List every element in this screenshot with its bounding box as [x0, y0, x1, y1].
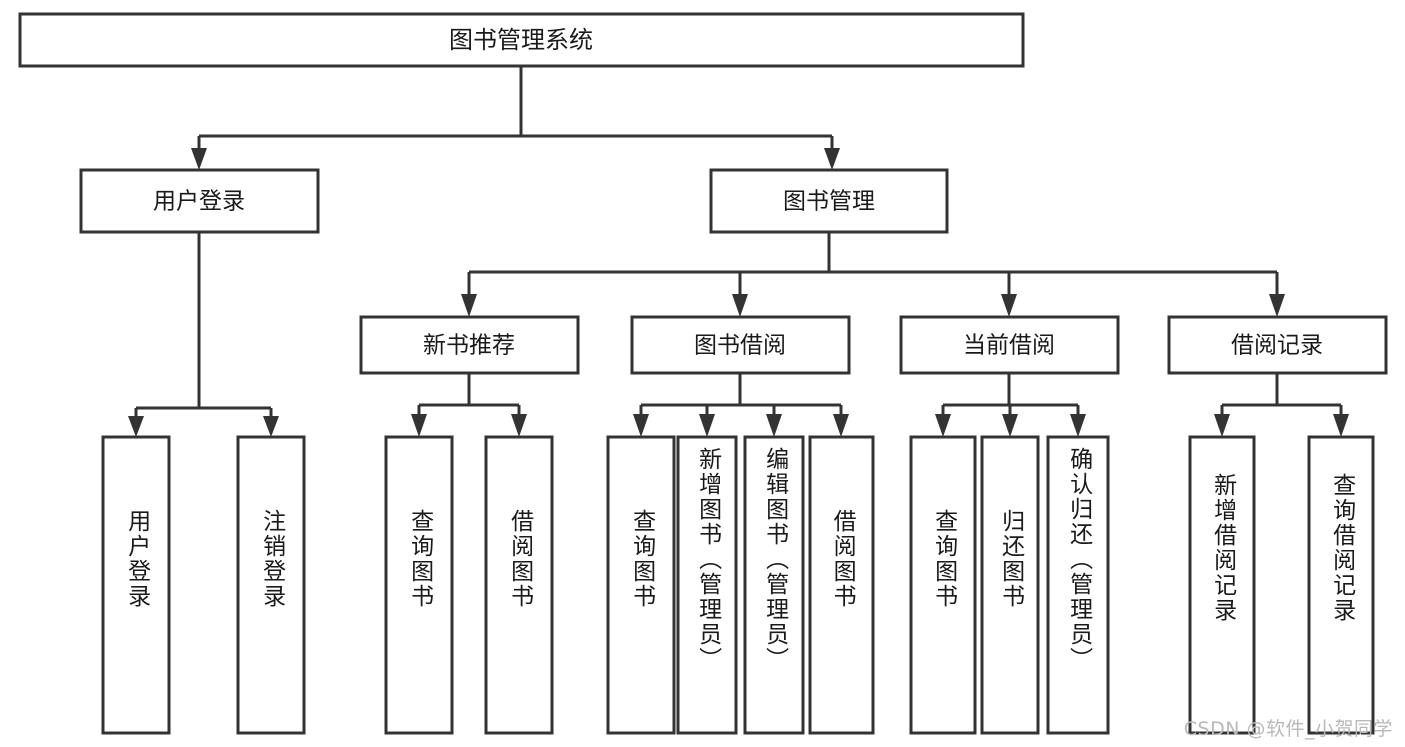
- arrow-leaf-logout-login: [263, 416, 279, 437]
- arrow-leaf-return-book: [1002, 414, 1018, 437]
- node-book-management-label: 图书管理: [783, 189, 875, 215]
- node-new-book-recommend-label: 新书推荐: [423, 333, 515, 359]
- arrow-borrow-record: [1269, 294, 1285, 317]
- arrow-leaf-edit-book: [766, 414, 782, 437]
- leaf-box-query-book-3[interactable]: [909, 435, 977, 735]
- arrow-leaf-add-book: [699, 414, 715, 437]
- arrow-leaf-borrow-book-1: [511, 414, 527, 437]
- node-new-book-recommend-box[interactable]: [359, 315, 580, 375]
- node-book-borrow-box[interactable]: [630, 315, 851, 375]
- node-book-borrow[interactable]: 图书借阅: [630, 315, 851, 375]
- leaf-box-return-book[interactable]: [980, 435, 1040, 735]
- arrow-leaf-query-book-1: [411, 414, 427, 437]
- node-current-borrow-box[interactable]: [899, 315, 1120, 375]
- arrow-leaf-query-book-2: [633, 414, 649, 437]
- arrow-leaf-query-book-3: [935, 414, 951, 437]
- node-current-borrow[interactable]: 当前借阅: [899, 315, 1120, 375]
- arrow-leaf-query-record: [1333, 414, 1349, 437]
- node-user-login[interactable]: 用户登录: [79, 168, 320, 234]
- node-book-management[interactable]: 图书管理: [709, 168, 949, 234]
- node-book-borrow-label: 图书借阅: [694, 333, 786, 359]
- node-root-label: 图书管理系统: [449, 26, 593, 54]
- csdn-watermark: CSDN @软件_小贺同学: [1183, 718, 1393, 740]
- arrow-leaf-add-record: [1214, 414, 1230, 437]
- leaf-box-add-record[interactable]: [1188, 435, 1256, 735]
- node-borrow-record[interactable]: 借阅记录: [1167, 315, 1388, 375]
- leaf-box-edit-book[interactable]: [743, 435, 805, 735]
- node-new-book-recommend[interactable]: 新书推荐: [359, 315, 580, 375]
- node-borrow-record-label: 借阅记录: [1231, 333, 1323, 359]
- node-user-login-box[interactable]: [79, 168, 320, 234]
- leaf-box-add-book[interactable]: [676, 435, 738, 735]
- node-root-box[interactable]: [18, 12, 1025, 68]
- arrow-leaf-borrow-book-2: [833, 414, 849, 437]
- leaf-box-user-login[interactable]: [101, 435, 171, 735]
- leaf-box-query-book-1[interactable]: [384, 435, 454, 735]
- leaf-box-layer: [101, 435, 1375, 735]
- arrow-leaf-confirm-return: [1070, 414, 1086, 437]
- arrow-new-book-recommend: [461, 294, 477, 317]
- node-borrow-record-box[interactable]: [1167, 315, 1388, 375]
- node-root[interactable]: 图书管理系统: [18, 12, 1025, 68]
- leaf-box-query-record[interactable]: [1307, 435, 1375, 735]
- node-book-management-box[interactable]: [709, 168, 949, 234]
- arrow-current-borrow: [1001, 294, 1017, 317]
- leaf-box-query-book-2[interactable]: [606, 435, 676, 735]
- node-current-borrow-label: 当前借阅: [963, 333, 1055, 359]
- arrow-book-borrow: [732, 294, 748, 317]
- arrow-book-management: [824, 148, 840, 170]
- arrow-leaf-user-login: [128, 416, 144, 437]
- node-user-login-label: 用户登录: [153, 189, 245, 215]
- leaf-box-logout-login[interactable]: [236, 435, 306, 735]
- connector-layer: [128, 66, 1349, 437]
- leaf-box-confirm-return[interactable]: [1046, 435, 1110, 735]
- arrow-user-login: [191, 148, 207, 170]
- leaf-box-borrow-book-2[interactable]: [808, 435, 875, 735]
- leaf-box-borrow-book-1[interactable]: [484, 435, 554, 735]
